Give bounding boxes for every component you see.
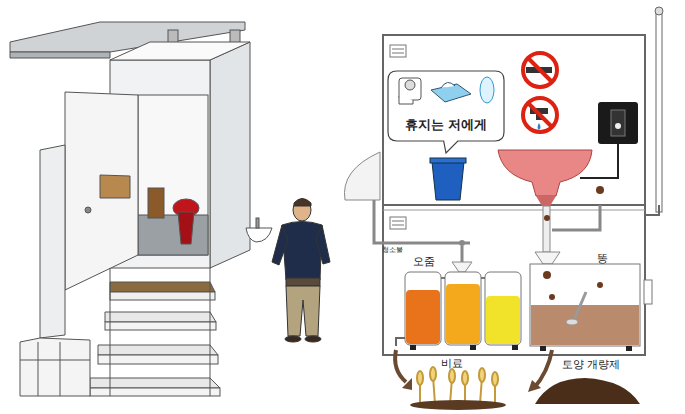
schematic	[344, 7, 663, 410]
tank-label: 오줌	[413, 256, 435, 268]
person	[272, 199, 330, 343]
speech-bubble: 휴지는 저에게	[387, 70, 505, 142]
toilet-booth	[10, 22, 272, 396]
pipe-label: 청소물	[382, 247, 403, 255]
output-label: 토양 개량제	[562, 359, 621, 371]
bubble-shape	[387, 70, 505, 154]
tank-label: 똥	[597, 253, 608, 265]
bubble-text: 휴지는 저에게	[387, 116, 505, 134]
output-label: 비료	[441, 358, 463, 370]
